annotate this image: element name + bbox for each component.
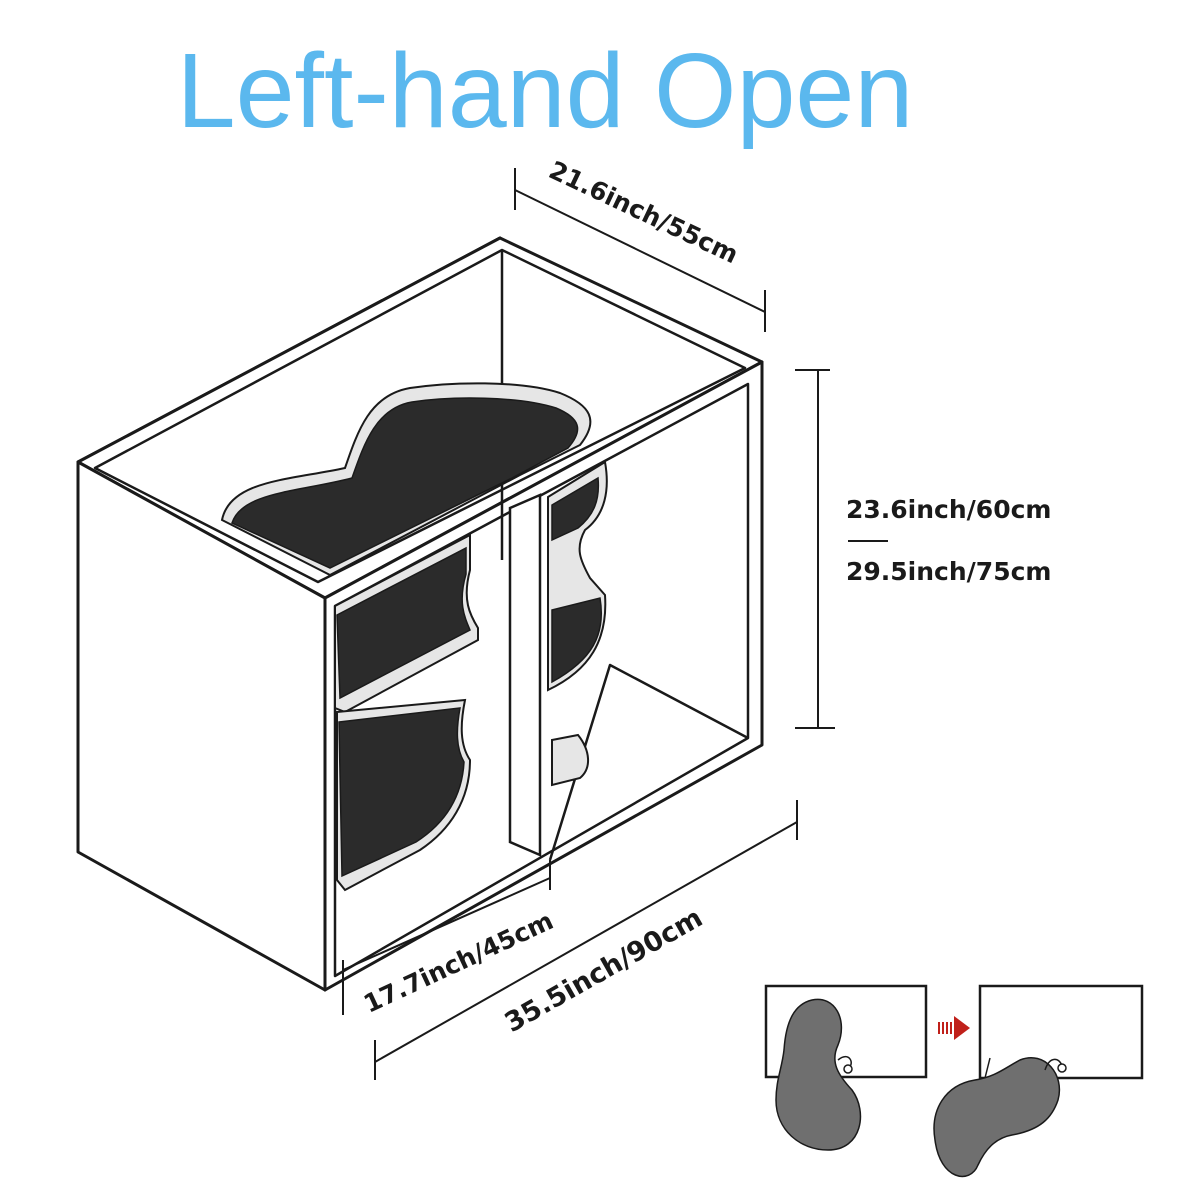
right-dashed-arrow-icon — [938, 1016, 970, 1040]
arrow-dash-4 — [950, 1022, 952, 1034]
cabinet-floor-line — [548, 663, 749, 861]
height-max-label: 29.5inch/75cm — [846, 557, 1051, 586]
cabinet-width-dimension-line — [374, 821, 798, 1063]
right-tray-middle-surface — [551, 597, 603, 684]
open-pivot-line — [984, 1057, 991, 1079]
arrow-dash-2 — [942, 1022, 944, 1034]
arrow-dash-3 — [946, 1022, 948, 1034]
right-tray-lower-rail — [551, 733, 589, 787]
arrow-dash-1 — [938, 1022, 940, 1034]
arrow-head — [954, 1016, 970, 1040]
open-kidney-tray — [933, 1057, 1061, 1178]
closed-state-illustration — [764, 984, 928, 1151]
right-tray-upper-surface — [551, 476, 600, 542]
door-width-dimension — [342, 860, 551, 1015]
page-title: Left-hand Open — [177, 32, 914, 150]
center-post — [508, 493, 542, 857]
depth-dimension — [514, 168, 766, 332]
middle-tray-left-surface — [336, 546, 471, 700]
top-tray-surface — [231, 397, 579, 569]
closed-kidney-tray — [775, 998, 862, 1151]
open-handle-knob — [1057, 1063, 1067, 1073]
cabinet-width-dimension — [374, 800, 798, 1080]
height-min-label: 23.6inch/60cm — [846, 495, 1051, 524]
door-width-dimension-line — [342, 877, 551, 971]
height-dimension — [795, 369, 888, 729]
lower-tray-left-surface — [338, 707, 465, 878]
open-state-illustration — [933, 984, 1144, 1178]
lazy-susan-trays — [220, 382, 608, 892]
closed-handle-knob — [843, 1064, 853, 1074]
depth-dimension-line — [514, 189, 766, 313]
